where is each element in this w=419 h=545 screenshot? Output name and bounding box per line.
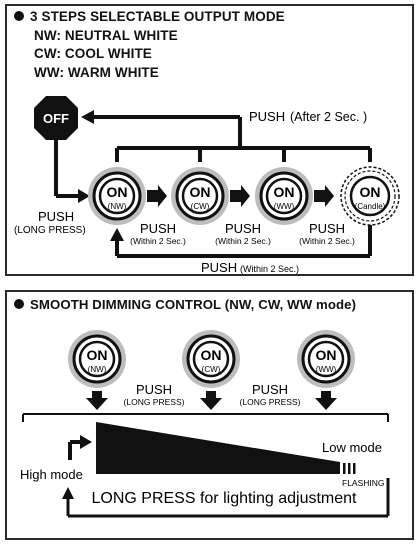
on-label: ON <box>107 184 128 200</box>
low-mode-label: Low mode <box>322 440 382 455</box>
on-button-nw[interactable]: ON (NW) <box>88 167 146 225</box>
dimming-diagram: ON (NW) ON (CW) ON (WW) PUSH (LONG PRESS… <box>20 330 390 518</box>
dimming-heading: SMOOTH DIMMING CONTROL (NW, CW, WW mode) <box>14 297 356 312</box>
push-label: PUSH <box>252 382 288 397</box>
arrow-right-icon <box>230 185 250 207</box>
push-after-note: (After 2 Sec. ) <box>290 110 367 124</box>
on-sub-label: (Candle) <box>355 202 386 211</box>
dimming-ramp-shape <box>96 422 340 474</box>
off-to-on-arrow <box>54 140 80 198</box>
mode-line-ww: WW: WARM WHITE <box>34 65 159 80</box>
bracket-line <box>22 413 389 422</box>
push-note: (LONG PRESS) <box>240 397 301 407</box>
dimming-heading-text: SMOOTH DIMMING CONTROL (NW, CW, WW mode) <box>30 297 357 312</box>
push-within-label: PUSH <box>309 221 345 236</box>
high-mode-arrow <box>68 440 80 460</box>
on-button-nw[interactable]: ON (NW) <box>68 330 126 388</box>
on-sub-label: (WW) <box>316 365 337 374</box>
push-within-note: (Within 2 Sec.) <box>215 236 271 246</box>
push-bottom-note: (Within 2 Sec.) <box>240 264 299 274</box>
arrow-right-icon <box>147 185 167 207</box>
on-label: ON <box>360 184 381 200</box>
arrow-down-icon <box>86 391 108 410</box>
on-button-candle[interactable]: ON (Candle) <box>340 166 400 226</box>
arrow-down-icon <box>200 391 222 410</box>
on-sub-label: (WW) <box>274 202 295 211</box>
flashing-bars-icon <box>343 463 356 474</box>
arrow-to-off-icon <box>81 110 94 124</box>
loop-back-arrow <box>66 478 390 518</box>
on-label: ON <box>190 184 211 200</box>
flashing-label: FLASHING <box>342 478 385 488</box>
arrow-up-icon <box>62 487 74 499</box>
on-label: ON <box>274 184 295 200</box>
on-label: ON <box>87 347 108 363</box>
on-button-cw[interactable]: ON (CW) <box>171 167 229 225</box>
output-mode-diagram: OFF PUSH (After 2 Sec. ) PUSH (LONG PRES… <box>14 96 400 275</box>
on-sub-label: (NW) <box>88 365 107 374</box>
arrow-right-icon <box>80 435 92 449</box>
push-within-label: PUSH <box>225 221 261 236</box>
output-mode-heading: 3 STEPS SELECTABLE OUTPUT MODE <box>14 9 285 24</box>
arrow-right-icon <box>314 185 334 207</box>
on-sub-label: (CW) <box>202 365 221 374</box>
on-button-ww[interactable]: ON (WW) <box>297 330 355 388</box>
bullet-dot-icon <box>14 299 24 309</box>
long-press-caption: LONG PRESS for lighting adjustment <box>91 490 357 507</box>
loop-back-arrow <box>115 225 372 258</box>
mode-line-nw: NW: NEUTRAL WHITE <box>34 28 178 43</box>
push-label: PUSH <box>136 382 172 397</box>
on-sub-label: (CW) <box>191 202 210 211</box>
off-icon: OFF <box>34 96 78 140</box>
push-within-note: (Within 2 Sec.) <box>130 236 186 246</box>
push-bottom-label: PUSH <box>201 260 237 275</box>
on-button-cw[interactable]: ON (CW) <box>182 330 240 388</box>
off-label: OFF <box>43 111 69 126</box>
push-within-note: (Within 2 Sec.) <box>299 236 355 246</box>
mode-line-cw: CW: COOL WHITE <box>34 46 152 61</box>
on-label: ON <box>201 347 222 363</box>
on-sub-label: (NW) <box>108 202 127 211</box>
return-to-off-arrow <box>93 115 372 162</box>
bullet-dot-icon <box>14 11 24 21</box>
on-label: ON <box>316 347 337 363</box>
high-mode-label: High mode <box>20 467 83 482</box>
push-long-label: PUSH <box>38 209 74 224</box>
output-mode-heading-text: 3 STEPS SELECTABLE OUTPUT MODE <box>30 9 285 24</box>
on-button-ww[interactable]: ON (WW) <box>255 167 313 225</box>
arrow-right-icon <box>78 189 90 203</box>
push-within-label: PUSH <box>140 221 176 236</box>
push-note: (LONG PRESS) <box>124 397 185 407</box>
arrow-up-icon <box>110 228 124 241</box>
output-mode-panel <box>5 4 414 276</box>
push-long-note: (LONG PRESS) <box>14 225 86 236</box>
arrow-down-icon <box>315 391 337 410</box>
push-after-label: PUSH <box>249 109 285 124</box>
